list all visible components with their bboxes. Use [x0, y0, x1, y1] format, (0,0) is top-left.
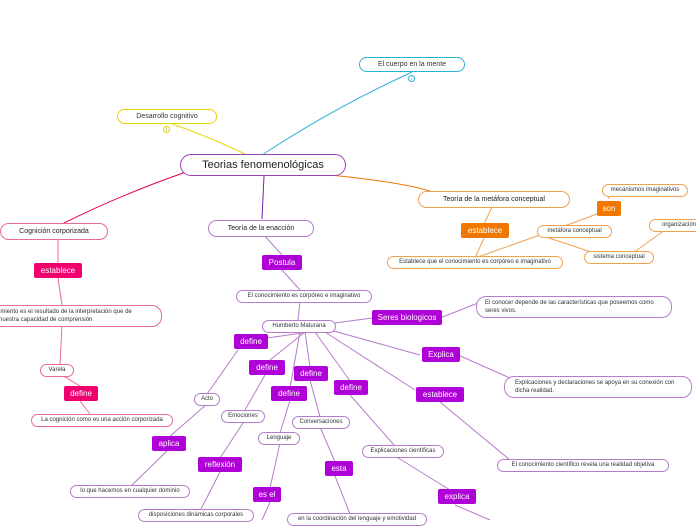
topic-disposiciones-dinamicas[interactable]: disposiciones dinámicas corporales — [138, 509, 254, 522]
root-topic[interactable]: Teorias fenomenológicas — [180, 154, 346, 176]
topic-cognicion-corporizada[interactable]: Cognición corporizada — [0, 223, 108, 240]
topic-cuerpo-mente[interactable]: El cuerpo en la mente — [359, 57, 465, 72]
topic-mecanismos-imaginativos[interactable]: mecanismos imaginativos — [602, 184, 688, 197]
info-icon[interactable]: i — [408, 75, 415, 82]
topic-sistema-conceptual[interactable]: sistema conceptual — [584, 251, 654, 264]
topic-teoria-enaccion[interactable]: Teoría de la enacción — [208, 220, 314, 237]
topic-cognicion-accion[interactable]: La cognición como es una acción corporiz… — [31, 414, 173, 427]
topic-explicaciones-declaraciones[interactable]: Explicaciones y declaraciones se apoya e… — [504, 376, 692, 398]
topic-lenguaje[interactable]: Lenguaje — [258, 432, 300, 445]
topic-conocimiento-cientifico[interactable]: El conocimiento científico revela una re… — [497, 459, 669, 472]
label-reflexion[interactable]: reflexión — [198, 457, 242, 472]
label-explica-2[interactable]: explica — [438, 489, 476, 504]
label-define-3[interactable]: define — [294, 366, 328, 381]
label-aplica[interactable]: aplica — [152, 436, 186, 451]
topic-humberto-maturana[interactable]: Humberto Maturana — [262, 320, 336, 333]
label-son[interactable]: son — [597, 201, 621, 216]
label-define-1[interactable]: define — [234, 334, 268, 349]
topic-conversaciones[interactable]: Conversaciones — [292, 416, 350, 429]
topic-teoria-metafora[interactable]: Teoría de la metáfora conceptual — [418, 191, 570, 208]
topic-lo-que-hacemos[interactable]: lo que hacemos en cualquier dominio — [70, 485, 190, 498]
label-define-2[interactable]: define — [249, 360, 285, 375]
label-postula[interactable]: Postula — [262, 255, 302, 270]
label-establece-orange[interactable]: establece — [461, 223, 509, 238]
label-explica[interactable]: Explica — [422, 347, 460, 362]
topic-explicaciones-cientificas[interactable]: Explicaciones científicas — [362, 445, 444, 458]
topic-emociones[interactable]: Emociones — [221, 410, 265, 423]
topic-conocer-caracteristicas[interactable]: El conocer depende de las característica… — [476, 296, 672, 318]
topic-metafora-conceptual[interactable]: metáfora conceptual — [537, 225, 612, 238]
label-esta[interactable]: esta — [325, 461, 353, 476]
topic-organizacion[interactable]: organización — [649, 219, 696, 232]
label-seres-biologicos[interactable]: Seres biologicos — [372, 310, 442, 325]
label-establece-purple[interactable]: establece — [416, 387, 464, 402]
label-define-4[interactable]: define — [271, 386, 307, 401]
topic-establece-conocimiento[interactable]: Establece que el conocimiento es corpóre… — [387, 256, 563, 269]
topic-conocimiento-corporeo[interactable]: El conocimiento es corpóreo e imaginativ… — [236, 290, 372, 303]
info-icon[interactable]: i — [163, 126, 170, 133]
topic-desarrollo-cognitivo[interactable]: Desarrollo cognitivo — [117, 109, 217, 124]
topic-acto[interactable]: Acto — [194, 393, 220, 406]
label-define-5[interactable]: define — [334, 380, 368, 395]
topic-varela[interactable]: Varela — [40, 364, 74, 377]
label-es-el[interactable]: es el — [253, 487, 281, 502]
label-establece-pink[interactable]: establece — [34, 263, 82, 278]
topic-pensamiento-interpretacion[interactable]: imiento es el resultado de la interpreta… — [0, 305, 162, 327]
label-define-pink[interactable]: define — [64, 386, 98, 401]
